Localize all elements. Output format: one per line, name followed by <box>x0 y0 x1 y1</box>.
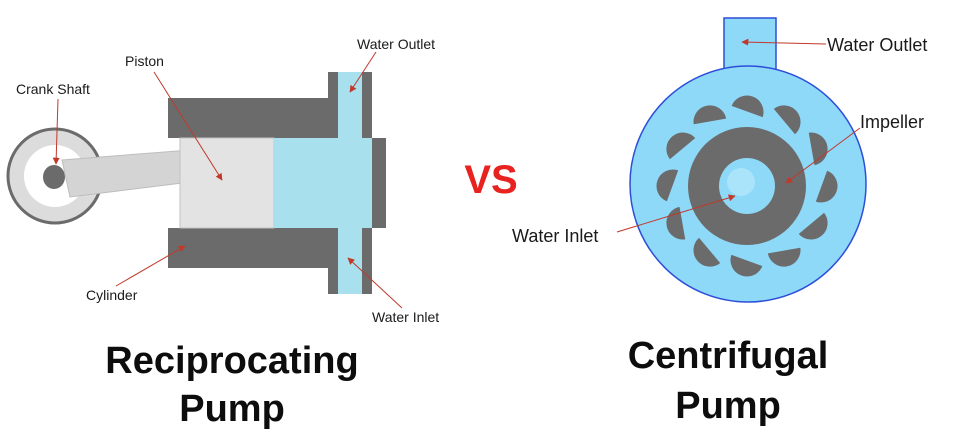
outlet-flange-left <box>328 72 338 138</box>
crank-shaft-arrow <box>52 98 60 165</box>
impeller-blade <box>665 131 697 161</box>
recip-water-outlet-label: Water Outlet <box>357 36 435 52</box>
crank-shaft <box>43 165 65 189</box>
cylinder-wall-bottom <box>168 228 336 268</box>
centri-inlet-arrow <box>616 194 736 233</box>
outlet-channel <box>338 72 362 138</box>
centrifugal-title-line1: Centrifugal <box>628 335 829 377</box>
impeller-blade <box>807 131 829 167</box>
cylinder-label: Cylinder <box>86 287 138 303</box>
piston <box>179 137 275 229</box>
centrifugal-pump-diagram: Water Outlet Impeller Water Inlet Centri… <box>512 17 927 427</box>
inlet-flange-left <box>328 228 338 294</box>
inlet-flange-right <box>362 228 372 294</box>
centri-water-inlet-label: Water Inlet <box>512 226 598 246</box>
impeller-blade <box>814 169 839 204</box>
impeller-blade <box>655 168 680 203</box>
centri-water-outlet-label: Water Outlet <box>827 35 927 55</box>
end-cap <box>372 138 386 228</box>
impeller-blade <box>692 104 728 126</box>
recip-outlet-arrow <box>349 51 377 93</box>
impeller-blade <box>766 246 802 268</box>
recip-inlet-arrow <box>347 257 403 309</box>
crank-shaft-label: Crank Shaft <box>16 81 90 97</box>
recip-water-inlet-label: Water Inlet <box>372 309 439 325</box>
impeller-blade <box>730 94 765 119</box>
cylinder-wall-top <box>168 98 336 138</box>
inlet-channel <box>338 228 362 294</box>
outlet-flange-right <box>362 72 372 138</box>
impeller-blade <box>692 236 722 268</box>
centrifugal-title-line2: Pump <box>675 385 781 427</box>
piston-arrow <box>153 71 223 181</box>
cylinder-arrow <box>115 245 186 287</box>
reciprocating-title-line1: Reciprocating <box>105 340 358 382</box>
impeller-blade <box>729 253 764 278</box>
impeller-blade <box>772 104 802 136</box>
water-chamber <box>274 138 372 228</box>
reciprocating-title-line2: Pump <box>179 388 285 430</box>
impeller-eye-highlight <box>727 168 755 196</box>
impeller-arrow <box>785 127 861 184</box>
impeller-blades <box>655 94 839 278</box>
impeller-label: Impeller <box>860 112 924 132</box>
reciprocating-pump-diagram: Crank Shaft Piston Water Outlet Cylinder… <box>6 36 439 430</box>
impeller-blade <box>665 205 687 241</box>
impeller-blade <box>797 211 829 241</box>
centri-outlet-arrow <box>741 38 827 46</box>
vs-label: VS <box>464 158 517 202</box>
piston-label: Piston <box>125 53 164 69</box>
pipe-seam <box>725 80 775 98</box>
